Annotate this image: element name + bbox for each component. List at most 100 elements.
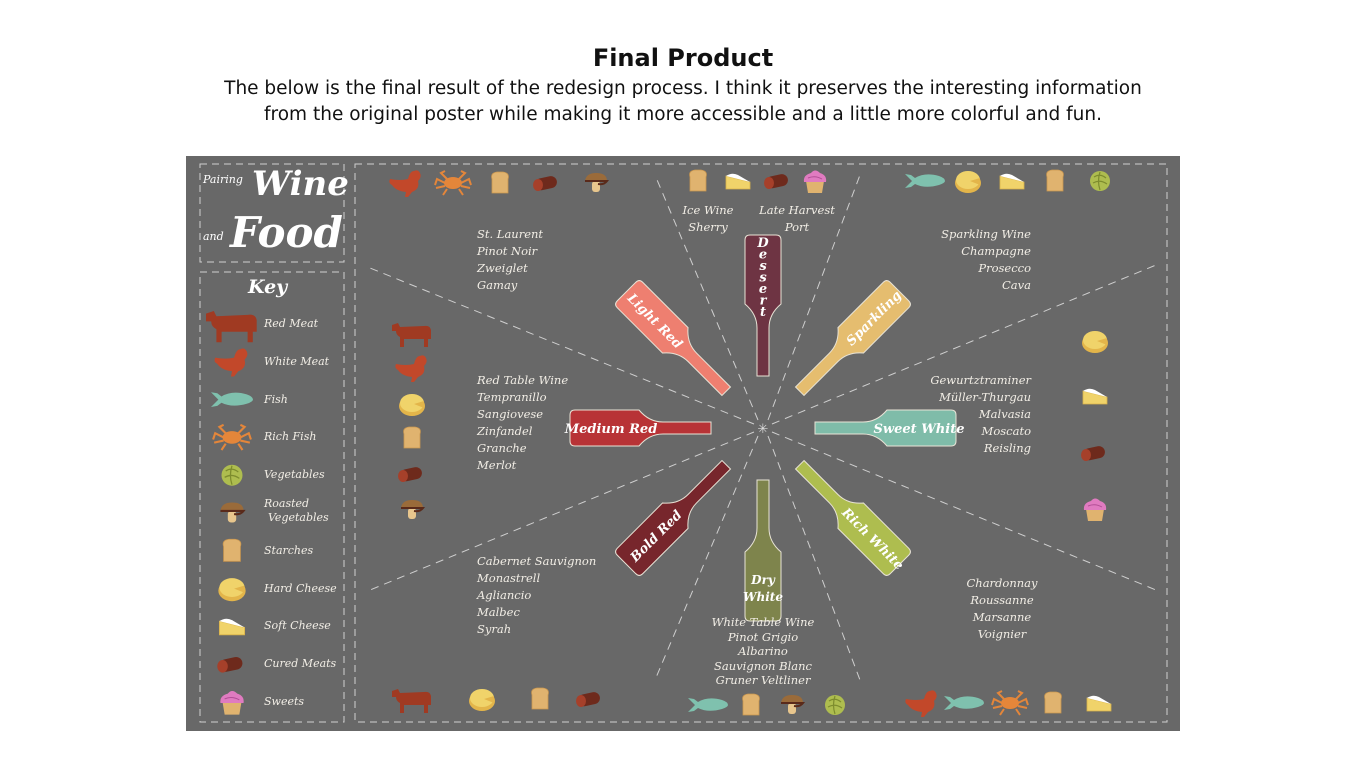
rich-fish-icon xyxy=(434,170,472,196)
cured-meats-icon xyxy=(398,466,424,483)
variety-item: Moscato xyxy=(981,424,1031,438)
white-meat-icon xyxy=(905,690,937,717)
divider-line xyxy=(654,174,759,421)
starches-icon xyxy=(403,426,421,449)
roasted-vegetables-icon xyxy=(400,499,424,520)
variety-item: Sauvignon Blanc xyxy=(714,658,812,673)
vegetables-icon xyxy=(824,694,846,716)
key-label: Vegetables xyxy=(264,468,325,482)
sparkling-bottle[interactable]: Sparkling xyxy=(787,279,912,404)
variety-item: Malbec xyxy=(477,605,520,619)
starches-icon xyxy=(222,538,242,562)
key-label: Roasted xyxy=(264,497,310,510)
roasted-vegetables-icon xyxy=(584,172,608,193)
hard-cheese-icon xyxy=(469,689,495,711)
variety-item: Pinot Grigio xyxy=(727,629,799,644)
key-label: Rich Fish xyxy=(264,430,317,444)
title-and: and xyxy=(203,230,224,243)
variety-item: Malvasia xyxy=(978,407,1031,421)
page-title: Final Product xyxy=(592,44,774,72)
cured-meats-icon xyxy=(1081,445,1107,462)
sweet-white-bottle[interactable]: Sweet White xyxy=(814,409,964,447)
cured-meats-icon xyxy=(533,175,559,192)
variety-item: Marsanne xyxy=(972,610,1032,624)
key-item-fish: Fish xyxy=(264,393,288,407)
cured-meats-icon xyxy=(764,173,790,190)
starches-icon xyxy=(1044,691,1062,714)
roasted-vegetables-icon xyxy=(780,694,804,715)
vegetables-icon xyxy=(1089,170,1111,192)
soft-cheese-icon xyxy=(1086,695,1112,712)
fish-icon xyxy=(211,392,253,407)
soft-cheese-icon xyxy=(1082,388,1108,405)
key-label: Cured Meats xyxy=(264,657,337,671)
rich-white-bottle[interactable]: Rich White xyxy=(787,452,915,580)
variety-item: White Table Wine xyxy=(711,615,815,629)
key-label: Starches xyxy=(264,543,314,557)
bottle-label-letter: r xyxy=(760,294,768,309)
medium-red-bottle[interactable]: Medium Red xyxy=(564,409,712,447)
variety-item: Champagne xyxy=(961,244,1031,258)
bottle-label-letter: e xyxy=(759,248,767,263)
variety-item: Zinfandel xyxy=(477,424,533,438)
variety-item: Gruner Veltliner xyxy=(715,673,811,687)
cured-meats-icon xyxy=(217,655,244,673)
white-meat-icon xyxy=(395,355,427,382)
variety-item: St. Laurent xyxy=(477,227,544,241)
variety-item: Gamay xyxy=(477,278,518,292)
variety-item: Albarino xyxy=(738,644,788,658)
key-label: Fish xyxy=(264,392,288,406)
key-label: Soft Cheese xyxy=(264,619,331,633)
rich-fish-icon xyxy=(212,423,252,452)
divider-line xyxy=(767,435,861,681)
fish-icon xyxy=(944,696,984,710)
variety-item: Late Harvest xyxy=(759,203,835,217)
title-pairing: Pairing xyxy=(203,173,243,186)
variety-item: Sangiovese xyxy=(477,407,544,421)
key-item-soft-cheese: Soft Cheese xyxy=(264,619,331,633)
cured-meats-icon xyxy=(576,691,602,708)
soft-cheese-icon xyxy=(218,618,246,636)
variety-item: Port xyxy=(784,220,810,234)
bold-red-bottle[interactable]: Bold Red xyxy=(614,452,739,577)
variety-item: Cabernet Sauvignon xyxy=(477,554,597,568)
key-item-cured-meats: Cured Meats xyxy=(264,657,336,671)
starches-icon xyxy=(1046,169,1064,192)
hard-cheese-icon xyxy=(399,394,425,416)
variety-item: Prosecco xyxy=(978,261,1031,275)
starches-icon xyxy=(689,169,707,192)
variety-item: Reisling xyxy=(983,441,1031,455)
vegetables-icon xyxy=(220,464,244,487)
title-wine: Wine xyxy=(252,164,349,204)
key-label: Vegetables xyxy=(268,511,329,524)
center-star-icon: ✳ xyxy=(758,422,769,437)
variety-item: Müller-Thurgau xyxy=(939,390,1031,404)
variety-item: Merlot xyxy=(477,458,517,472)
variety-item: Cava xyxy=(1001,278,1031,292)
variety-item: Syrah xyxy=(477,622,512,636)
variety-item: Agliancio xyxy=(477,588,532,602)
key-item-rich-fish: Rich Fish xyxy=(264,430,316,444)
key-item-sweets: Sweets xyxy=(264,695,304,709)
light-red-bottle[interactable]: Light Red xyxy=(614,279,739,404)
variety-item: Ice Wine xyxy=(682,203,734,217)
sweets-icon xyxy=(219,690,245,716)
fish-icon xyxy=(905,174,945,188)
red-meat-icon xyxy=(392,323,431,347)
soft-cheese-icon xyxy=(725,173,751,190)
divider-line xyxy=(654,435,759,681)
sweets-icon xyxy=(803,170,827,194)
fish-icon xyxy=(688,698,728,712)
bottle-label-letter: D xyxy=(756,236,769,251)
